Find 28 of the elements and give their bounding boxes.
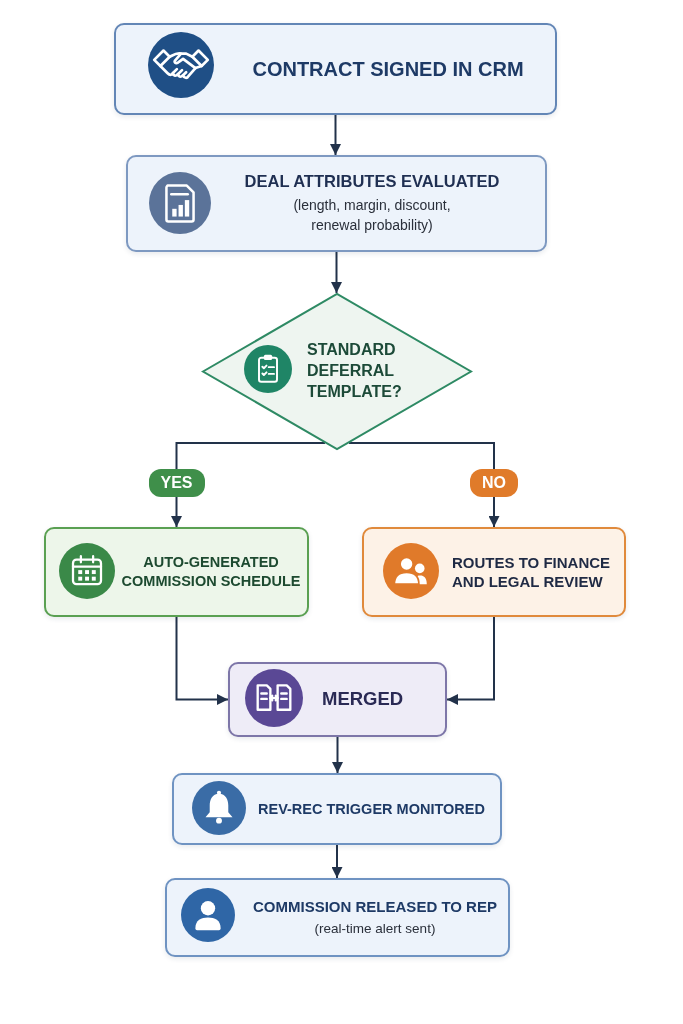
edge-label: YES [148, 469, 205, 497]
process-box [165, 878, 510, 957]
step-title: REV-REC TRIGGER MONITORED [258, 799, 485, 819]
edge-label: NO [470, 469, 518, 497]
arrow [446, 616, 495, 705]
process-box [228, 662, 447, 737]
arrow [331, 844, 343, 879]
step-title: MERGED [322, 687, 404, 712]
process-box [172, 773, 502, 845]
step-title: AUTO-GENERATED COMMISSION SCHEDULE [120, 553, 302, 591]
arrow [330, 114, 341, 156]
step-note: (length, margin, discount, renewal probability) [292, 195, 452, 235]
step-title: STANDARD DEFERRAL TEMPLATE? [307, 340, 403, 402]
arrow [348, 442, 500, 528]
step-note: (real-time alert sent) [314, 920, 436, 939]
process-box [126, 155, 547, 252]
arrow [331, 251, 342, 294]
process-box [44, 527, 309, 617]
process-box [362, 527, 626, 617]
arrow [171, 442, 326, 528]
step-title: CONTRACT SIGNED IN CRM [252, 57, 524, 82]
arrow [175, 616, 229, 705]
step-title: ROUTES TO FINANCE AND LEGAL REVIEW [452, 552, 612, 592]
arrow [332, 736, 343, 774]
step-title: DEAL ATTRIBUTES EVALUATED [244, 171, 500, 193]
decision-diamond [202, 293, 472, 450]
step-title: COMMISSION RELEASED TO REP [253, 896, 497, 917]
process-box [114, 23, 557, 115]
